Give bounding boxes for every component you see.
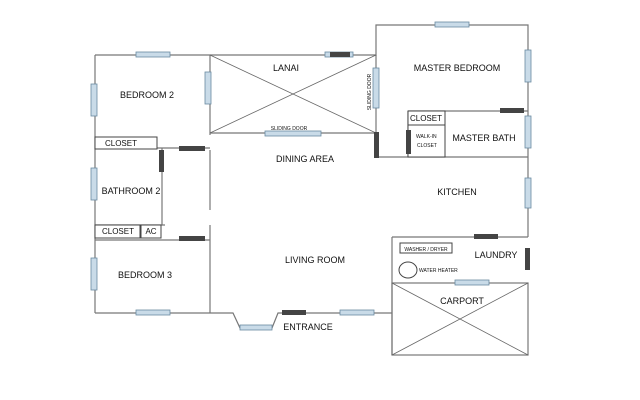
room-labels: LANAI MASTER BEDROOM BEDROOM 2 CLOSET CL… — [102, 63, 518, 332]
window — [135, 51, 171, 58]
door — [282, 310, 306, 315]
label-living-room: LIVING ROOM — [285, 255, 345, 265]
label-lanai: LANAI — [273, 63, 299, 73]
window — [524, 177, 532, 209]
label-bathroom-2: BATHROOM 2 — [102, 186, 161, 196]
label-bedroom-3: BEDROOM 3 — [118, 270, 172, 280]
label-closet-lower: CLOSET — [102, 227, 134, 236]
lanai-diagonal-b — [209, 54, 377, 134]
window — [524, 49, 532, 83]
door — [406, 130, 411, 154]
label-bedroom-2: BEDROOM 2 — [120, 90, 174, 100]
window — [524, 115, 532, 149]
label-laundry: LAUNDRY — [475, 250, 518, 260]
window — [372, 67, 380, 109]
door — [159, 150, 164, 172]
label-carport: CARPORT — [440, 296, 484, 306]
doors — [159, 52, 530, 315]
door — [374, 132, 379, 158]
window — [204, 71, 212, 105]
label-sliding-door-lanai: SLIDING DOOR — [367, 73, 373, 110]
label-master-bath: MASTER BATH — [452, 133, 515, 143]
window — [454, 279, 490, 286]
label-sliding-door-dining: SLIDING DOOR — [271, 126, 308, 132]
label-walk-in-closet: WALK-IN CLOSET — [416, 134, 438, 149]
door — [179, 236, 205, 241]
label-closet-top: CLOSET — [105, 139, 137, 148]
window — [90, 83, 98, 117]
label-master-bedroom: MASTER BEDROOM — [414, 63, 501, 73]
window — [264, 130, 322, 137]
window — [90, 257, 98, 291]
door — [330, 52, 350, 57]
closet-lower-box — [94, 224, 141, 239]
closet-top-box — [94, 136, 158, 150]
door — [500, 108, 524, 113]
door — [525, 248, 530, 270]
label-dining-area: DINING AREA — [276, 154, 334, 164]
water-heater-icon — [398, 261, 418, 279]
door — [474, 234, 498, 239]
carport-area — [391, 282, 529, 356]
window — [135, 309, 171, 316]
label-water-heater: WATER HEATER — [419, 268, 458, 274]
label-washer-dryer: WASHER / DRYER — [404, 247, 448, 253]
door — [179, 146, 205, 151]
label-entrance: ENTRANCE — [283, 322, 333, 332]
label-closet-word: CLOSET — [417, 143, 437, 149]
window — [239, 324, 273, 331]
lanai-x — [209, 54, 377, 134]
washer-dryer-box — [399, 242, 453, 254]
label-kitchen: KITCHEN — [437, 187, 477, 197]
carport-diagonal-b — [391, 282, 529, 356]
window — [434, 21, 470, 28]
label-walk-in: WALK-IN — [416, 134, 437, 140]
label-ac: AC — [145, 227, 156, 236]
walk-in-closet-box — [407, 124, 446, 158]
label-closet-master: CLOSET — [410, 114, 442, 123]
window — [339, 309, 375, 316]
window — [90, 167, 98, 201]
ac-box — [140, 224, 162, 239]
